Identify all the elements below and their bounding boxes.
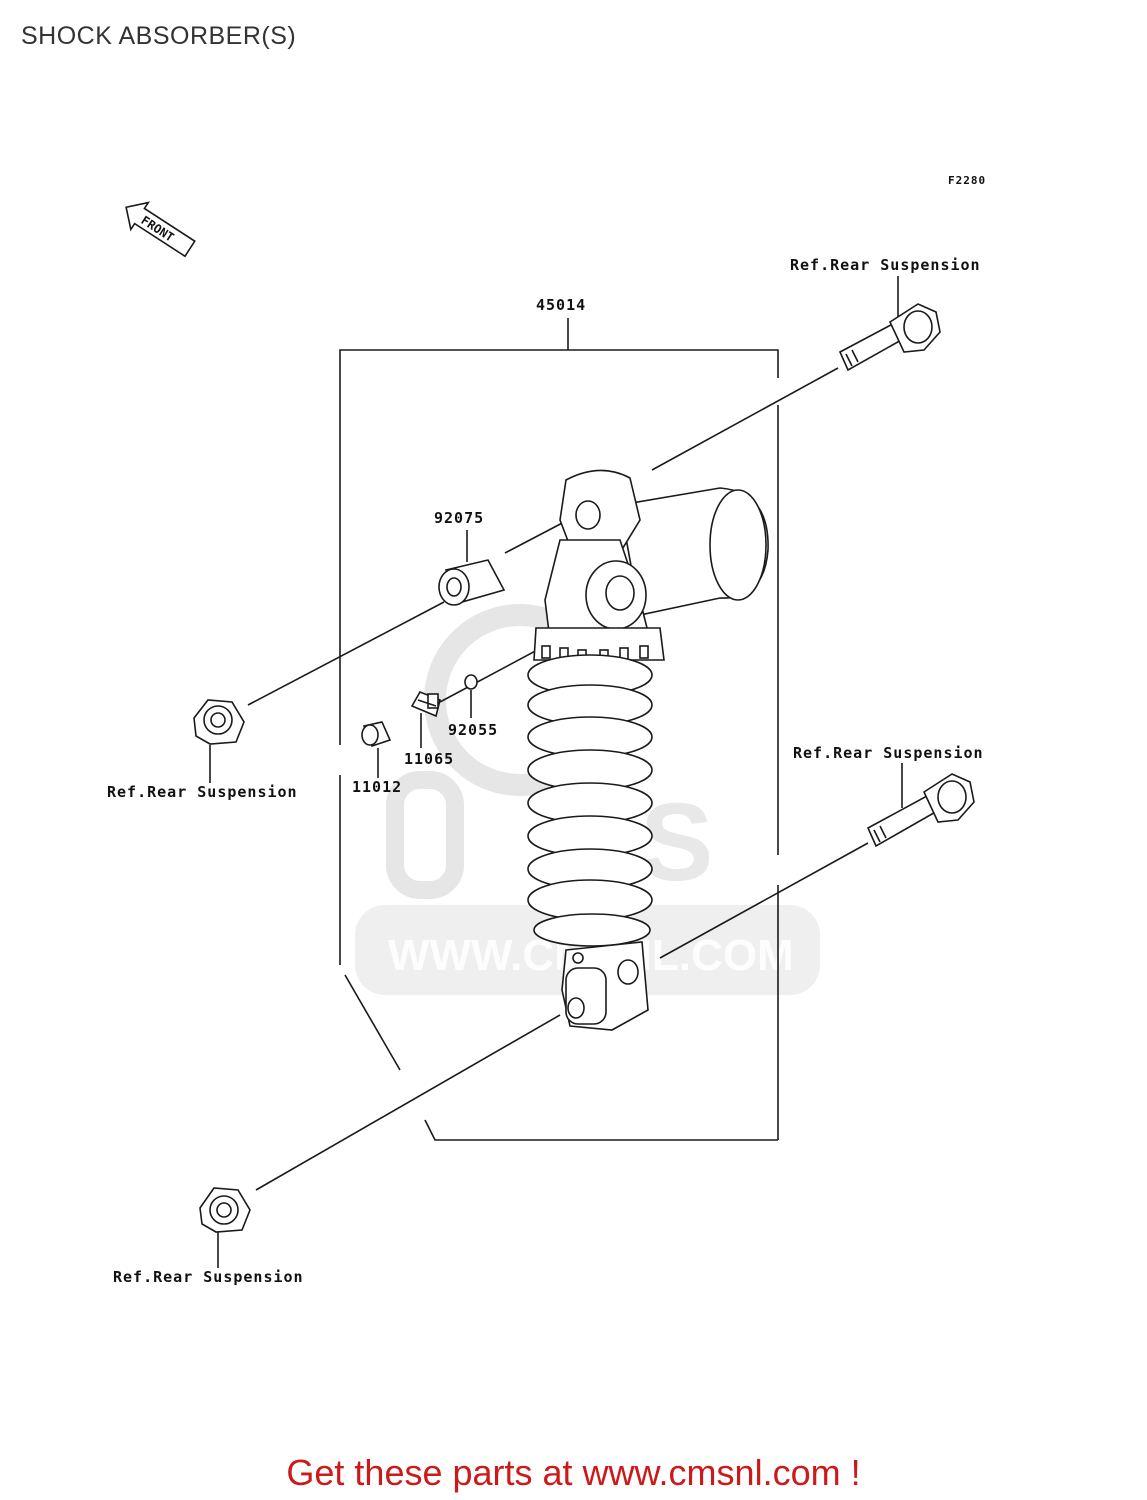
- spring-coils: [527, 654, 653, 947]
- part-number-11065: 11065: [404, 750, 454, 768]
- cap-11012: [361, 721, 392, 747]
- footer-link[interactable]: Get these parts at www.cmsnl.com !: [286, 1452, 861, 1493]
- assembly-bracket: [339, 318, 779, 1141]
- lower-nut: [199, 1187, 251, 1233]
- part-number-11012: 11012: [352, 778, 402, 796]
- part-number-92055: 92055: [448, 721, 498, 739]
- ref-rear-suspension-lower-nut: Ref.Rear Suspension: [113, 1268, 304, 1286]
- valve-11065: [410, 690, 441, 718]
- leader-lines: [209, 276, 903, 1268]
- shock-absorber: [527, 469, 769, 1031]
- part-number-92075: 92075: [434, 509, 484, 527]
- assembly-part-number: 45014: [536, 296, 586, 314]
- upper-bolt: [838, 303, 941, 372]
- ref-rear-suspension-upper-nut: Ref.Rear Suspension: [107, 783, 298, 801]
- ref-rear-suspension-upper-bolt: Ref.Rear Suspension: [790, 256, 981, 274]
- figure-code: F2280: [948, 174, 986, 187]
- parts-diagram: WWW.CMSNL.COM S F2280 FRONT 45014: [107, 174, 986, 1286]
- collar-92075: [438, 559, 506, 606]
- page-title: SHOCK ABSORBER(S): [21, 22, 297, 50]
- lower-bolt: [866, 773, 975, 848]
- upper-nut: [193, 699, 245, 745]
- front-arrow-icon: FRONT: [125, 201, 196, 258]
- ref-rear-suspension-lower-bolt: Ref.Rear Suspension: [793, 744, 984, 762]
- o-ring-92055: [464, 674, 478, 690]
